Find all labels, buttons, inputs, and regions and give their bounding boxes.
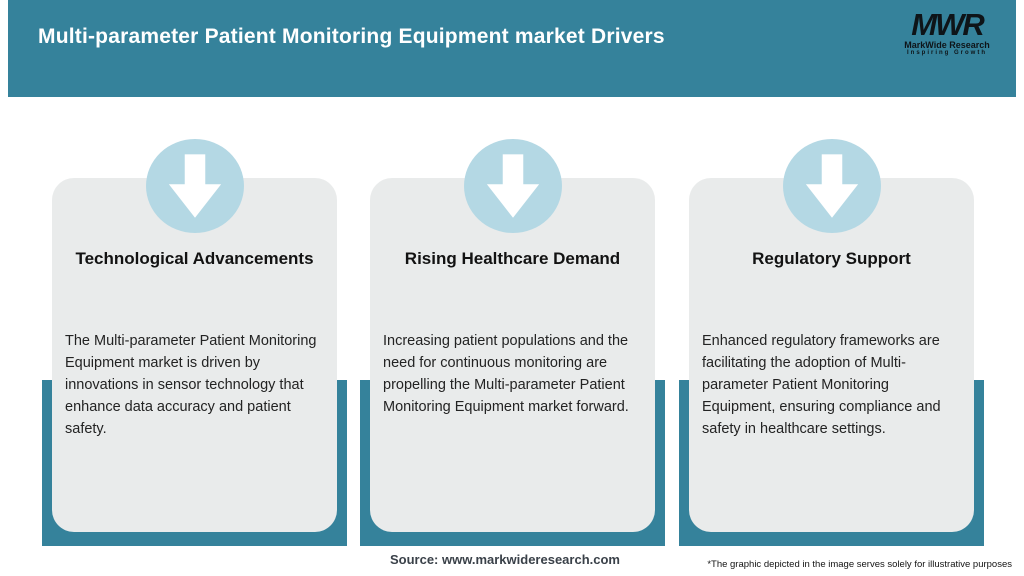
disclaimer-text: *The graphic depicted in the image serve… <box>707 559 1012 570</box>
driver-card-technological-advancements: Technological Advancements The Multi-par… <box>42 139 347 546</box>
down-arrow-icon <box>463 139 562 233</box>
down-arrow-icon <box>145 139 244 233</box>
logo-tagline: Inspiring Growth <box>907 50 987 56</box>
card-title: Rising Healthcare Demand <box>404 249 621 268</box>
down-arrow-icon <box>782 139 881 233</box>
card-body-text: The Multi-parameter Patient Monitoring E… <box>65 333 317 437</box>
card-title: Regulatory Support <box>752 249 911 268</box>
markwide-research-logo: MWR MarkWide Research Inspiring Growth <box>892 9 1002 56</box>
driver-card-rising-healthcare-demand: Rising Healthcare Demand Increasing pati… <box>360 139 665 546</box>
card-body-text: Increasing patient populations and the n… <box>383 333 629 415</box>
page-title: Multi-parameter Patient Monitoring Equip… <box>38 25 665 48</box>
card-body-text: Enhanced regulatory frameworks are facil… <box>702 333 941 437</box>
logo-acronym: MWR <box>911 7 984 42</box>
card-face <box>52 178 337 532</box>
driver-card-regulatory-support: Regulatory Support Enhanced regulatory f… <box>679 139 984 546</box>
card-title: Technological Advancements <box>75 249 314 268</box>
card-face <box>689 178 974 532</box>
logo-name: MarkWide Research <box>904 40 990 50</box>
header-band: Multi-parameter Patient Monitoring Equip… <box>8 0 1016 97</box>
card-face <box>370 178 655 532</box>
source-text: Source: www.markwideresearch.com <box>389 552 620 567</box>
